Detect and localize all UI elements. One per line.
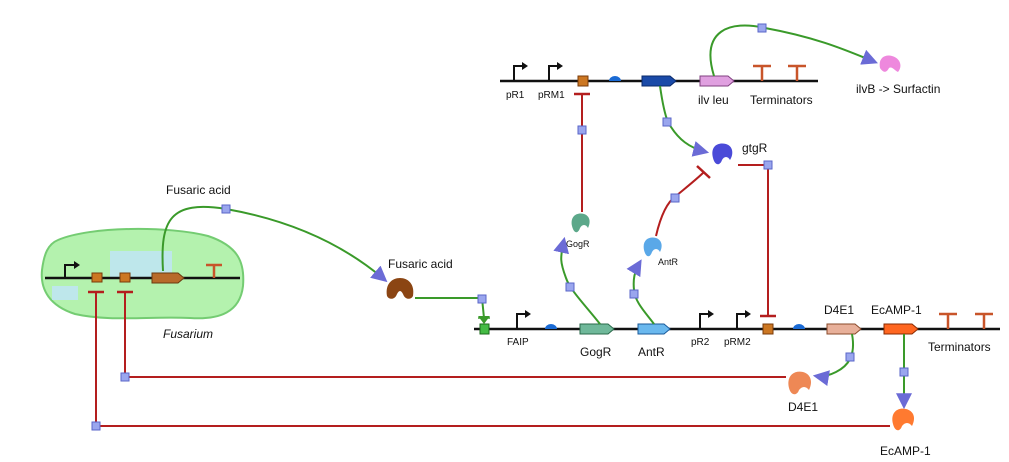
fusaric-acid-protein-icon <box>386 278 414 299</box>
gogR-repression-node <box>577 125 587 135</box>
d4e1-gene <box>826 323 862 335</box>
antR-gene <box>637 323 671 335</box>
gogR-expression-node <box>565 282 575 292</box>
fusarium-operator-2 <box>119 272 131 283</box>
gogR-gene-label: GogR <box>580 345 612 359</box>
ecamp1-protein-label: EcAMP-1 <box>880 444 931 458</box>
d4e1-protein-label: D4E1 <box>788 400 818 414</box>
antR-expression-node <box>629 289 639 299</box>
antR-repression-node <box>670 193 680 203</box>
fusarium-cell <box>40 227 245 320</box>
faip-label: FAIP <box>507 337 529 348</box>
fusaric-acid-top-label: Fusaric acid <box>166 183 231 197</box>
terminators-bottom-label: Terminators <box>928 340 991 354</box>
faip-operator <box>479 323 490 335</box>
gtgR-node <box>763 160 773 170</box>
fusaric-acid-node <box>477 294 487 304</box>
faip-activation-arrow <box>478 316 490 324</box>
fusaric-acid-export-node <box>221 204 231 214</box>
fusarium-operator-1 <box>91 272 103 283</box>
ecamp1-expression-node <box>899 367 909 377</box>
lower-terminator-icon-2 <box>975 312 993 329</box>
gogR-protein-label: GogR <box>566 239 590 249</box>
pR2-label: pR2 <box>691 337 710 348</box>
d4e1-expression-node <box>845 352 855 362</box>
ilv-leu-gene <box>699 75 735 87</box>
lower-operator <box>762 323 774 335</box>
ilvB-surfactin-label: ilvB -> Surfactin <box>856 82 940 96</box>
upper-terminator-icon-1 <box>753 64 771 81</box>
d4e1-protein-icon <box>788 371 811 395</box>
lower-rbs-icon-2 <box>793 324 805 329</box>
upper-cds-node <box>662 117 672 127</box>
ilv-leu-label: ilv leu <box>698 93 729 107</box>
antR-gene-label: AntR <box>638 345 665 359</box>
surfactin-node <box>757 23 767 33</box>
pR1-label: pR1 <box>506 90 525 101</box>
fusarium-promoter-icon <box>64 261 80 278</box>
ecamp1-protein-icon <box>892 408 914 431</box>
antR-repression-bar <box>696 165 711 179</box>
gtgR-protein-icon <box>712 143 733 165</box>
pRM1-promoter-icon <box>548 62 563 81</box>
d4e1-gene-label: D4E1 <box>824 303 854 317</box>
faip-promoter-icon <box>516 310 531 329</box>
fusarium-inner-block-2 <box>52 286 78 300</box>
lower-construct <box>474 310 1000 335</box>
gogR-protein-icon <box>571 213 590 233</box>
ecamp1-gene-label: EcAMP-1 <box>871 303 922 317</box>
antR-repression-edge <box>655 171 705 237</box>
upper-construct <box>500 62 818 87</box>
fusarium-gene-cds <box>151 272 185 284</box>
pRM2-promoter-icon <box>736 310 751 329</box>
upper-rbs-icon <box>609 76 621 81</box>
ecamp1-repression-node <box>91 421 101 431</box>
pR1-promoter-icon <box>513 62 528 81</box>
pRM1-label: pRM1 <box>538 90 565 101</box>
d4e1-gene-to-protein-edge <box>812 333 854 386</box>
antR-protein-label: AntR <box>658 257 679 267</box>
lower-terminator-icon-1 <box>939 312 957 329</box>
pRM2-label: pRM2 <box>724 337 751 348</box>
upper-gene-cds <box>641 75 677 87</box>
fusaric-acid-to-faip-edge <box>415 297 485 319</box>
gogR-gene <box>579 323 615 335</box>
terminators-top-label: Terminators <box>750 93 813 107</box>
ecamp1-gene <box>883 323 919 335</box>
lower-rbs-icon-1 <box>545 324 557 329</box>
fusarium-label: Fusarium <box>163 327 213 341</box>
gtgR-label: gtgR <box>742 141 768 155</box>
pR2-promoter-icon <box>699 310 714 329</box>
antR-protein-icon <box>643 237 662 257</box>
d4e1-repression-node <box>120 372 130 382</box>
gtgR-repression-edge <box>738 164 769 316</box>
upper-terminator-icon-2 <box>788 64 806 81</box>
fusaric-acid-right-label: Fusaric acid <box>388 257 453 271</box>
upper-operator <box>577 75 589 87</box>
fusarium-terminator-icon <box>206 263 222 278</box>
surfactin-protein-icon <box>879 55 901 72</box>
ilv-to-surfactin-edge <box>709 24 878 77</box>
gogR-gene-to-protein-edge <box>553 236 601 325</box>
